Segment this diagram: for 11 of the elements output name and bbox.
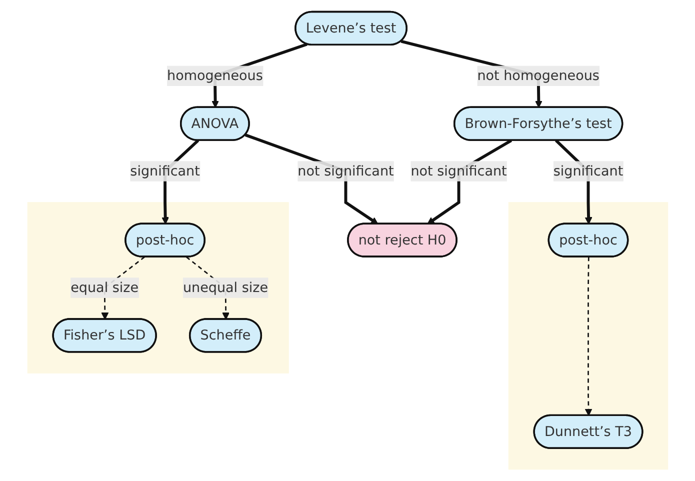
edge-label: not significant [297,162,394,179]
edge-label: not significant [410,162,507,179]
cluster [508,202,668,470]
edge-label: equal size [70,279,138,296]
edge-label: homogeneous [166,67,263,84]
edge-label: significant [553,162,623,179]
edge-label: significant [130,162,200,179]
edge-label: unequal size [182,279,268,296]
edge-label: not homogeneous [476,67,600,84]
cluster [27,202,289,374]
arrow [584,256,592,416]
